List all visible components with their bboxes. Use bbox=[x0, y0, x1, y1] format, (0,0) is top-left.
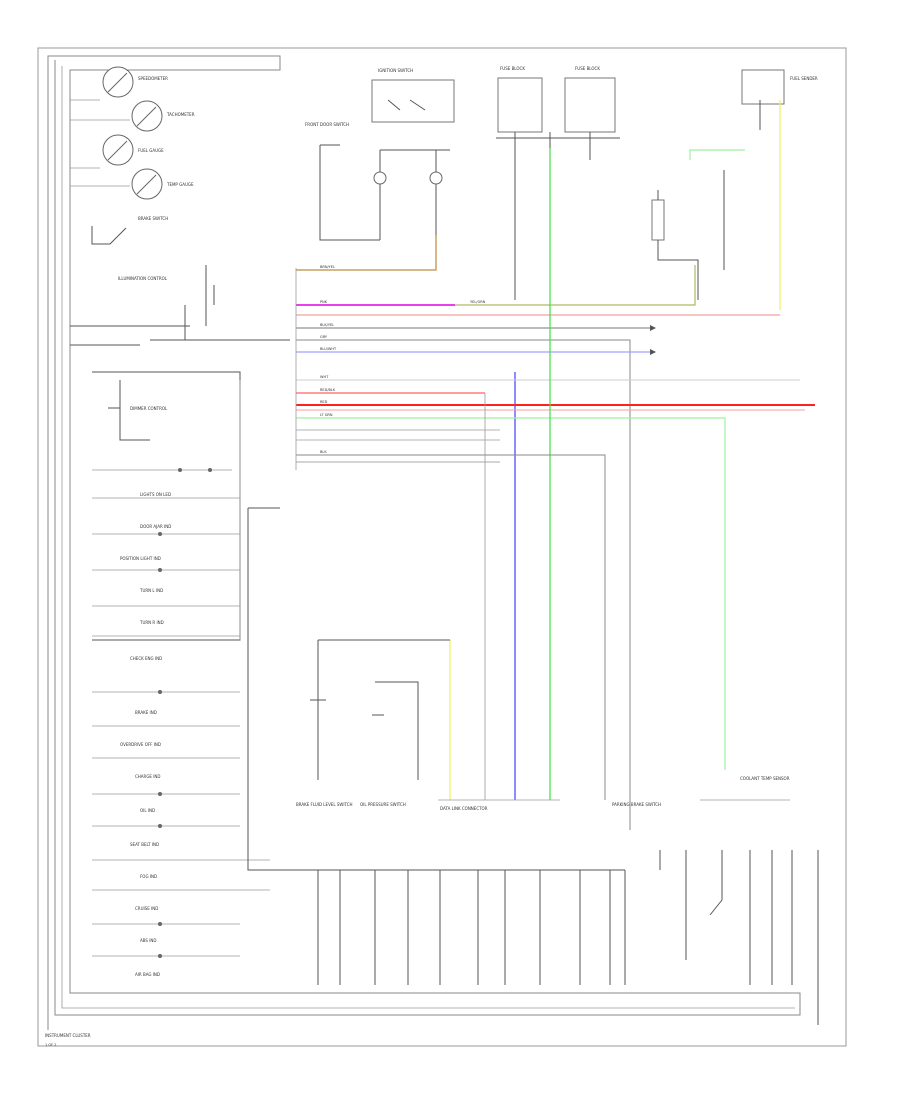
wire-brown bbox=[296, 235, 437, 271]
wire-gray-2 bbox=[296, 339, 631, 830]
gauge-label: SPEEDOMETER bbox=[138, 76, 168, 81]
svg-text:LIGHTS ON LED: LIGHTS ON LED bbox=[140, 492, 171, 497]
svg-text:FUSE BLOCK: FUSE BLOCK bbox=[575, 66, 600, 71]
svg-text:LT GRN: LT GRN bbox=[320, 413, 333, 417]
svg-text:BRN/YEL: BRN/YEL bbox=[320, 265, 335, 269]
svg-text:DIMMER CONTROL: DIMMER CONTROL bbox=[130, 406, 168, 411]
footer-title: INSTRUMENT CLUSTER bbox=[45, 1033, 91, 1038]
svg-text:SEAT BELT IND: SEAT BELT IND bbox=[130, 842, 159, 847]
gauge-temp: TEMP GAUGE bbox=[131, 168, 194, 200]
svg-text:IGNITION SWITCH: IGNITION SWITCH bbox=[378, 68, 413, 73]
indicator-list: LIGHTS ON LED DOOR AJAR IND POSITION LIG… bbox=[92, 468, 270, 977]
svg-text:AIR BAG IND: AIR BAG IND bbox=[135, 972, 160, 977]
bottom-components: BRAKE FLUID LEVEL SWITCH OIL PRESSURE SW… bbox=[296, 639, 790, 811]
indicator-row: CHARGE IND bbox=[92, 774, 240, 796]
svg-text:ABS IND: ABS IND bbox=[140, 938, 156, 943]
svg-text:TURN R IND: TURN R IND bbox=[139, 620, 164, 625]
indicator-row: CHECK ENG IND bbox=[92, 656, 240, 694]
svg-text:RED: RED bbox=[320, 400, 328, 404]
gauge-tachometer: TACHOMETER bbox=[131, 100, 195, 132]
svg-text:GRY: GRY bbox=[320, 335, 328, 339]
indicator-row: AIR BAG IND bbox=[135, 972, 160, 977]
ignition-switch: IGNITION SWITCH bbox=[371, 68, 455, 123]
inner-frame bbox=[47, 55, 801, 1030]
indicator-row: ABS IND bbox=[92, 938, 240, 958]
indicator-row: OVERDRIVE OFF IND bbox=[92, 742, 240, 759]
gauge-label: FUEL GAUGE bbox=[138, 148, 164, 153]
svg-text:CHECK ENG IND: CHECK ENG IND bbox=[130, 656, 162, 661]
svg-text:FOG IND: FOG IND bbox=[140, 874, 157, 879]
svg-text:DOOR AJAR IND: DOOR AJAR IND bbox=[140, 524, 171, 529]
svg-text:WHT: WHT bbox=[320, 375, 329, 379]
ground-bus bbox=[317, 850, 819, 1025]
svg-text:BLK/YEL: BLK/YEL bbox=[320, 323, 334, 327]
indicator-row: POSITION LIGHT IND bbox=[92, 556, 240, 572]
indicator-row: DOOR AJAR IND bbox=[92, 524, 240, 536]
svg-text:OIL IND: OIL IND bbox=[140, 808, 155, 813]
front-door-switch: FRONT DOOR SWITCH bbox=[305, 122, 380, 241]
wire-gray-3 bbox=[296, 454, 606, 800]
svg-text:CHARGE IND: CHARGE IND bbox=[135, 774, 160, 779]
svg-text:PNK: PNK bbox=[320, 300, 328, 304]
svg-text:YEL/GRN: YEL/GRN bbox=[470, 300, 486, 304]
indicator-row: SEAT BELT IND bbox=[92, 842, 270, 861]
svg-text:BRAKE IND: BRAKE IND bbox=[135, 710, 157, 715]
gauge-fuel: FUEL GAUGE bbox=[102, 134, 164, 166]
illumination-control: ILLUMINATION CONTROL bbox=[70, 265, 290, 346]
wire-lightgreen-2 bbox=[689, 149, 745, 160]
gauge-speedometer: SPEEDOMETER bbox=[102, 66, 168, 98]
svg-text:BRAKE SWITCH: BRAKE SWITCH bbox=[138, 216, 168, 221]
svg-text:POSITION LIGHT IND: POSITION LIGHT IND bbox=[120, 556, 161, 561]
gauge-label: TACHOMETER bbox=[166, 112, 195, 117]
svg-text:FUSE BLOCK: FUSE BLOCK bbox=[500, 66, 525, 71]
outer-frame bbox=[37, 47, 847, 1047]
indicator-row: LIGHTS ON LED bbox=[92, 492, 240, 499]
footer-sub: 1 OF 2 bbox=[45, 1043, 56, 1047]
fuse-block-2: FUSE BLOCK bbox=[564, 66, 616, 133]
wire-ltgreen bbox=[296, 417, 726, 770]
svg-text:DATA LINK CONNECTOR: DATA LINK CONNECTOR bbox=[440, 806, 488, 811]
indicator-row: CRUISE IND bbox=[92, 906, 240, 926]
indicator-row: BRAKE IND bbox=[92, 710, 240, 727]
gauge-label: TEMP GAUGE bbox=[166, 182, 194, 187]
svg-text:BRAKE FLUID LEVEL SWITCH: BRAKE FLUID LEVEL SWITCH bbox=[296, 802, 353, 807]
svg-text:FRONT DOOR SWITCH: FRONT DOOR SWITCH bbox=[305, 122, 349, 127]
svg-text:ILLUMINATION CONTROL: ILLUMINATION CONTROL bbox=[118, 276, 168, 281]
fuse-block-1: FUSE BLOCK bbox=[497, 66, 543, 133]
svg-text:PARKING BRAKE SWITCH: PARKING BRAKE SWITCH bbox=[612, 802, 661, 807]
dimmer-control: DIMMER CONTROL bbox=[92, 371, 241, 641]
wire-labels: BRN/YEL PNK YEL/GRN BLK/YEL GRY BLU/WHT … bbox=[320, 265, 486, 454]
indicator-row bbox=[92, 468, 232, 472]
indicator-row: TURN R IND bbox=[92, 620, 240, 637]
svg-text:CRUISE IND: CRUISE IND bbox=[135, 906, 158, 911]
brake-switch: BRAKE SWITCH bbox=[91, 216, 168, 245]
svg-text:TURN L IND: TURN L IND bbox=[139, 588, 163, 593]
svg-text:BLU/WHT: BLU/WHT bbox=[320, 347, 337, 351]
svg-text:COOLANT TEMP SENSOR: COOLANT TEMP SENSOR bbox=[740, 776, 790, 781]
indicator-bus bbox=[247, 507, 625, 871]
indicator-row: FOG IND bbox=[92, 874, 270, 891]
svg-text:OIL PRESSURE SWITCH: OIL PRESSURE SWITCH bbox=[360, 802, 406, 807]
fuel-sender: FUEL SENDER bbox=[741, 69, 818, 105]
svg-text:FUEL SENDER: FUEL SENDER bbox=[790, 76, 818, 81]
indicator-row: OIL IND bbox=[92, 808, 240, 828]
indicator-row: TURN L IND bbox=[92, 588, 240, 607]
wire-harness bbox=[296, 100, 815, 830]
svg-text:OVERDRIVE OFF IND: OVERDRIVE OFF IND bbox=[120, 742, 161, 747]
svg-text:RED/BLK: RED/BLK bbox=[320, 388, 336, 392]
inner-frame-2 bbox=[61, 66, 795, 1009]
wire-olive bbox=[455, 265, 696, 306]
svg-text:BLK: BLK bbox=[320, 450, 327, 454]
